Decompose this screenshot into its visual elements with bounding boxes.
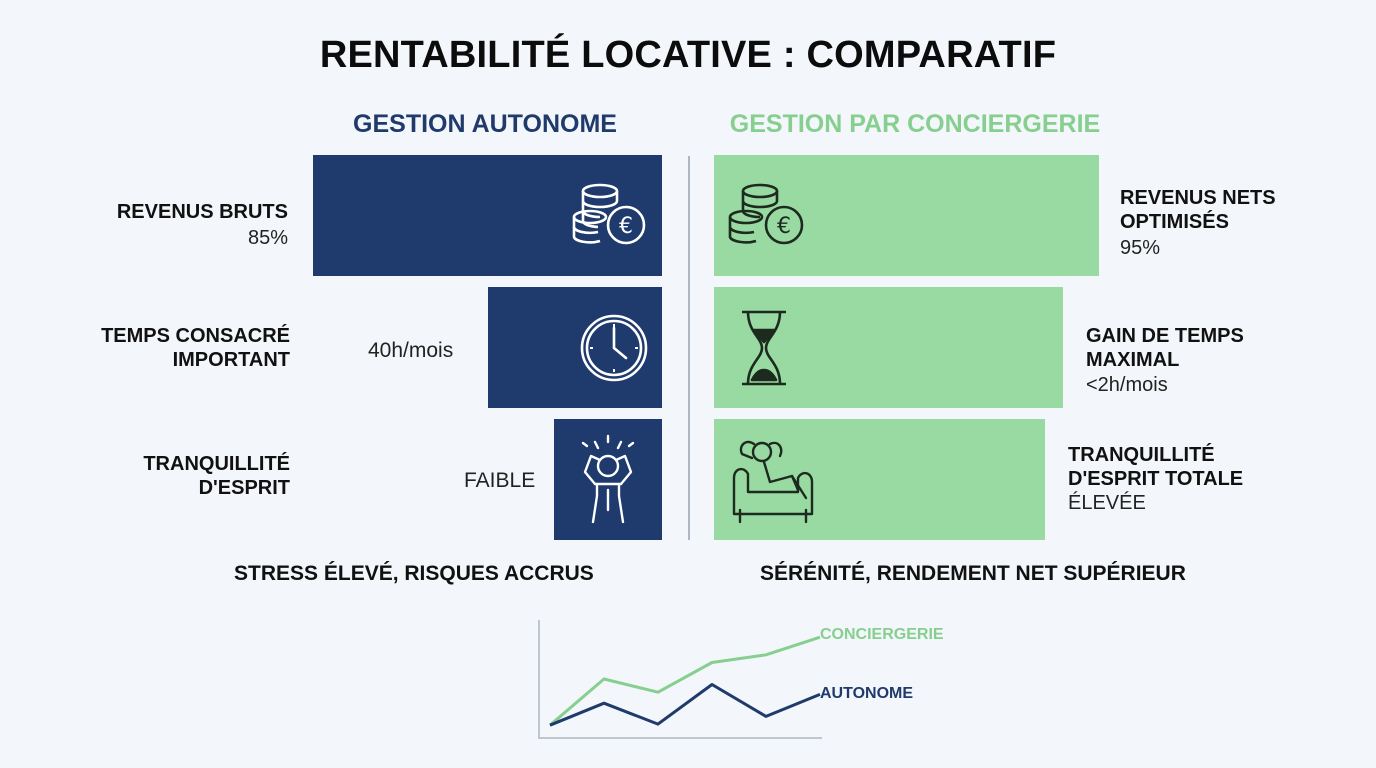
bar-temps-consacre (488, 287, 662, 408)
series-line-conciergerie (549, 635, 821, 727)
relaxed-person-armchair-icon (732, 440, 814, 523)
series-line-autonome (549, 683, 821, 727)
column-heading-autonome: GESTION AUTONOME (353, 110, 617, 138)
label-gain-de-temps: GAIN DE TEMPS MAXIMAL (1086, 325, 1244, 371)
column-heading-conciergerie: GESTION PAR CONCIERGERIE (729, 110, 1101, 138)
label-tranquillite-totale: TRANQUILLITÉ D'ESPRIT TOTALE (1068, 444, 1244, 490)
coins-euro-icon: € (728, 183, 804, 244)
value-gain-de-temps: <2h/mois (1086, 374, 1168, 396)
footer-right-statement: SÉRÉNITÉ, RENDEMENT NET SUPÉRIEUR (760, 562, 1186, 585)
page-title: RENTABILITÉ LOCATIVE : COMPARATIF (319, 34, 1057, 76)
footer-left-statement: STRESS ÉLEVÉ, RISQUES ACCRUS (234, 562, 594, 585)
legend-conciergerie: CONCIERGERIE (820, 626, 944, 643)
bar-revenus-nets: € (714, 155, 1099, 276)
value-tranquillite-faible: FAIBLE (464, 469, 536, 492)
bar-revenus-bruts: € (313, 155, 662, 276)
legend-autonome: AUTONOME (820, 685, 914, 702)
bar-tranquillite-faible (554, 419, 662, 540)
label-temps-consacre: TEMPS CONSACRÉ IMPORTANT (101, 325, 290, 371)
value-revenus-bruts: 85% (247, 227, 288, 249)
label-revenus-bruts: REVENUS BRUTS (116, 201, 288, 223)
label-tranquillite-esprit: TRANQUILLITÉ D'ESPRIT (143, 453, 290, 499)
svg-text:€: € (619, 214, 633, 239)
value-revenus-nets: 95% (1120, 237, 1161, 259)
value-temps-consacre: 40h/mois (368, 339, 454, 362)
center-divider (688, 156, 690, 540)
stressed-person-icon (581, 434, 635, 523)
mini-chart-y-axis (538, 620, 540, 738)
hourglass-icon (742, 310, 786, 385)
bar-tranquillite-totale (714, 419, 1045, 540)
mini-line-chart (549, 635, 821, 727)
value-tranquillite-elevee: ÉLEVÉE (1068, 492, 1146, 514)
svg-text:€: € (777, 214, 791, 239)
mini-chart-x-axis (538, 737, 822, 739)
coins-euro-icon: € (572, 183, 646, 244)
clock-icon (580, 314, 648, 381)
label-revenus-nets: REVENUS NETS OPTIMISÉS (1120, 187, 1276, 233)
bar-gain-de-temps (714, 287, 1063, 408)
